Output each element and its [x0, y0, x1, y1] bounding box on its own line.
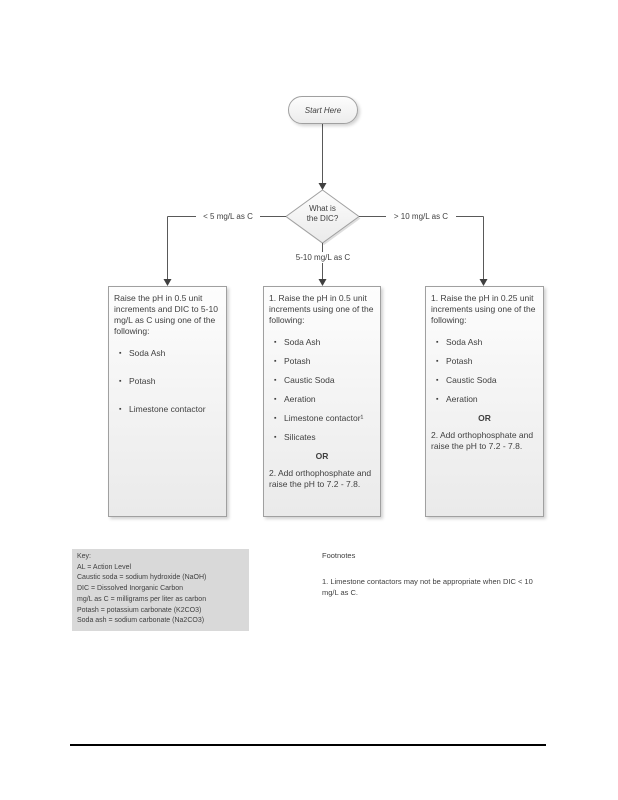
or-separator: OR [478, 413, 491, 423]
or-separator: OR [315, 451, 329, 461]
arrowhead-center-box [318, 279, 327, 286]
key-line: Key: [77, 553, 92, 560]
bullet-item: Caustic Soda [436, 375, 538, 386]
bullet-item: Silicates [274, 432, 375, 443]
bullet-item: Soda Ash [436, 337, 538, 348]
action-box-mid-dic: 1. Raise the pH in 0.5 unit increments u… [263, 286, 381, 517]
action-box-step2: 2. Add orthophosphate and raise the pH t… [431, 430, 534, 451]
bullet-item: Caustic Soda [274, 375, 375, 386]
bullet-item: Aeration [274, 394, 375, 405]
key-line: DIC = Dissolved Inorganic Carbon [77, 585, 184, 593]
action-box-high-dic: 1. Raise the pH in 0.25 unit increments … [425, 286, 544, 517]
decision-label-line2: the DIC? [306, 214, 339, 223]
decision-label-line1: What is [309, 204, 336, 213]
arrowhead-left-box [163, 279, 172, 286]
action-box-intro: Raise the pH in 0.5 unit increments and … [114, 293, 218, 336]
action-box-intro: 1. Raise the pH in 0.25 unit increments … [431, 293, 536, 325]
bullet-item: Potash [436, 356, 538, 367]
key-line: Potash = potassium carbonate (K2CO3) [77, 606, 202, 614]
key-line: Caustic soda = sodium hydroxide (NaOH) [77, 574, 207, 582]
action-bullet-list: Soda AshPotashCaustic SodaAerationLimest… [269, 337, 375, 443]
branch-label-mid-dic: 5-10 mg/L as C [285, 252, 361, 263]
key-line: AL = Action Level [77, 563, 132, 571]
action-box-low-dic: Raise the pH in 0.5 unit increments and … [108, 286, 227, 517]
bullet-item: Soda Ash [274, 337, 375, 348]
bullet-item: Aeration [436, 394, 538, 405]
footnotes-list: 1. Limestone contactors may not be appro… [322, 576, 552, 599]
bullet-item: Potash [119, 376, 221, 387]
footnotes-section: Footnotes 1. Limestone contactors may no… [322, 550, 552, 599]
page-footer-rule [70, 744, 546, 746]
branch-label-low-dic: < 5 mg/L as C [196, 211, 260, 222]
action-box-intro: 1. Raise the pH in 0.5 unit increments u… [269, 293, 374, 325]
bullet-item: Soda Ash [119, 348, 221, 359]
footnote-item: 1. Limestone contactors may not be appro… [322, 576, 533, 598]
arrowhead-to-decision [318, 183, 327, 190]
bullet-item: Limestone contactor¹ [274, 413, 375, 424]
branch-label-high-dic: > 10 mg/L as C [386, 211, 456, 222]
key-line: mg/L as C = milligrams per liter as carb… [77, 595, 207, 603]
start-node-label: Start Here [304, 105, 342, 115]
action-bullet-list: Soda AshPotashLimestone contactor [114, 348, 221, 415]
action-box-step2: 2. Add orthophosphate and raise the pH t… [269, 468, 372, 489]
arrowhead-right-box [479, 279, 488, 286]
bullet-item: Limestone contactor [119, 404, 221, 415]
key-line: Soda ash = sodium carbonate (Na2CO3) [77, 617, 205, 625]
bullet-item: Potash [274, 356, 375, 367]
decision-label: What is the DIC? [286, 204, 359, 224]
action-bullet-list: Soda AshPotashCaustic SodaAeration [431, 337, 538, 405]
start-node: Start Here [288, 96, 358, 124]
footnotes-title: Footnotes [322, 551, 356, 560]
